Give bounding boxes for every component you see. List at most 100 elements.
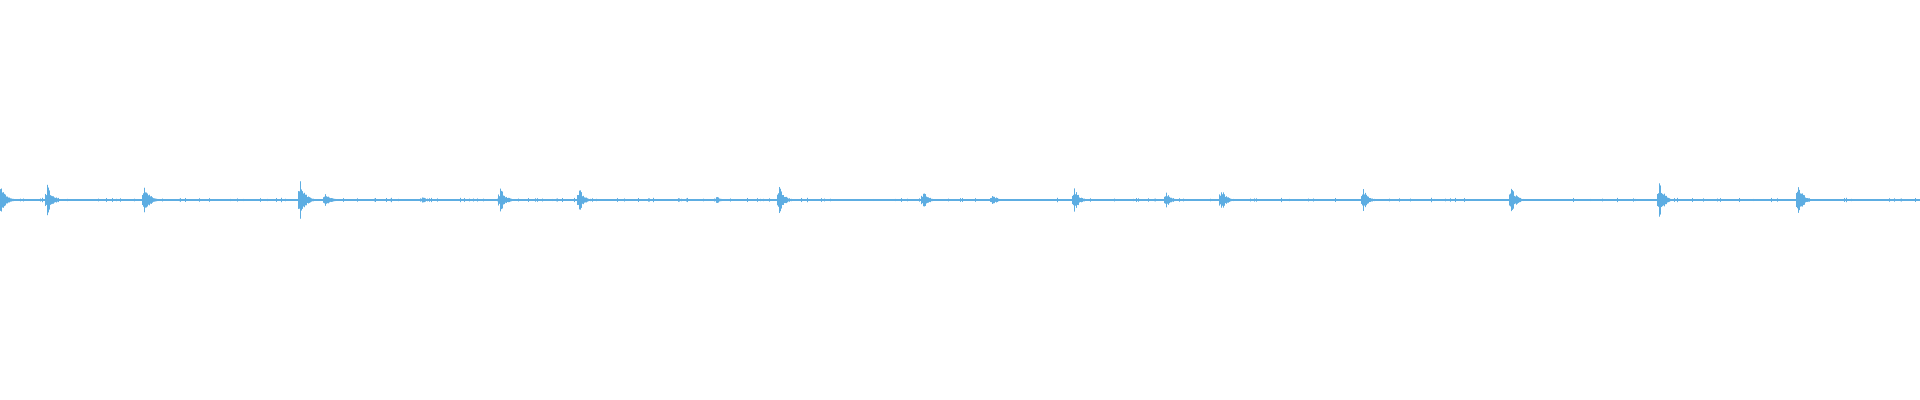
waveform-sample [760, 198, 761, 202]
waveform-sample [1739, 197, 1740, 203]
waveform-sample [537, 198, 538, 202]
waveform-sample [1227, 197, 1228, 203]
waveform-sample [535, 198, 536, 202]
waveform-sample [1083, 198, 1084, 202]
waveform-sample [23, 198, 24, 202]
waveform-sample [157, 198, 158, 202]
waveform-samples [0, 181, 1916, 219]
waveform-sample [328, 196, 329, 204]
waveform-sample [586, 197, 587, 203]
waveform-sample [422, 197, 423, 203]
waveform-sample [617, 198, 618, 202]
waveform-sample [1210, 198, 1211, 202]
waveform-sample [1373, 199, 1374, 201]
waveform-sample [1081, 197, 1082, 203]
waveform-sample [1665, 195, 1666, 205]
waveform-sample [1590, 198, 1591, 202]
waveform-sample [51, 195, 52, 205]
waveform-sample [1179, 198, 1180, 202]
waveform-sample [1226, 196, 1227, 204]
waveform-sample [1364, 194, 1365, 206]
waveform-sample [429, 198, 430, 202]
waveform-sample [895, 198, 896, 202]
waveform-sample [930, 197, 931, 203]
waveform-sample [1670, 198, 1671, 202]
waveform-sample [924, 193, 925, 207]
waveform-sample [1773, 198, 1774, 202]
waveform-sample [1138, 198, 1139, 202]
waveform-sample [719, 198, 720, 202]
waveform-sample [499, 196, 500, 204]
waveform-sample [509, 197, 510, 203]
waveform-sample [1664, 193, 1665, 207]
waveform-sample [1074, 188, 1075, 212]
waveform-sample [57, 198, 58, 202]
waveform-sample [1800, 193, 1801, 207]
waveform-sample [926, 196, 927, 204]
waveform-sample [144, 187, 145, 213]
waveform-sample [335, 198, 336, 202]
waveform-sample [420, 198, 421, 202]
waveform-sample [267, 198, 268, 202]
waveform-sample [1073, 194, 1074, 206]
waveform-sample [1168, 195, 1169, 205]
waveform-sample [5, 194, 6, 206]
waveform-sample [243, 198, 244, 202]
waveform-sample [1915, 198, 1916, 202]
waveform-sample [1367, 196, 1368, 204]
waveform-sample [67, 198, 68, 202]
waveform-sample [1805, 197, 1806, 203]
waveform-sample [179, 198, 180, 202]
waveform-sample [298, 191, 299, 209]
waveform-sample [1519, 197, 1520, 203]
waveform-sample [504, 195, 505, 205]
waveform-sample [460, 197, 461, 203]
waveform-sample [1900, 198, 1901, 202]
waveform-sample [424, 197, 425, 203]
waveform-sample [1370, 198, 1371, 202]
waveform-sample [1669, 198, 1670, 202]
waveform-sample [1167, 196, 1168, 204]
waveform-sample [1520, 197, 1521, 203]
waveform-sample [785, 196, 786, 204]
waveform-sample [919, 198, 920, 202]
waveform-sample [425, 198, 426, 202]
waveform-sample [929, 198, 930, 202]
waveform-sample [788, 198, 789, 202]
waveform-sample [1671, 199, 1672, 201]
waveform-sample [928, 197, 929, 203]
waveform-sample [1254, 198, 1255, 202]
waveform-sample [542, 198, 543, 202]
waveform-sample [1281, 197, 1282, 203]
waveform-sample [577, 195, 578, 205]
waveform-sample [357, 198, 358, 202]
waveform-sample [1172, 198, 1173, 202]
waveform-sample [1667, 197, 1668, 203]
waveform-sample [1517, 196, 1518, 204]
waveform-sample [552, 198, 553, 202]
waveform-sample [1075, 194, 1076, 206]
waveform-sample [327, 196, 328, 204]
waveform-sample [589, 199, 590, 201]
waveform-sample [1658, 193, 1659, 207]
waveform-sample [790, 198, 791, 202]
waveform-sample [143, 193, 144, 207]
waveform-sample [780, 188, 781, 212]
waveform-sample [7, 196, 8, 204]
waveform-sample [830, 198, 831, 202]
waveform-sample [1335, 198, 1336, 202]
waveform-sample [994, 196, 995, 204]
waveform-sample [431, 197, 432, 203]
waveform-sample [1361, 196, 1362, 204]
waveform-sample [324, 196, 325, 204]
waveform-sample [590, 198, 591, 202]
waveform-sample [1807, 198, 1808, 202]
waveform-sample [333, 198, 334, 202]
waveform-sample [1175, 198, 1176, 202]
waveform-sample [714, 198, 715, 202]
waveform-sample [156, 198, 157, 202]
waveform-sample [1148, 198, 1149, 202]
waveform-sample [1225, 196, 1226, 204]
waveform-sample [1173, 198, 1174, 202]
